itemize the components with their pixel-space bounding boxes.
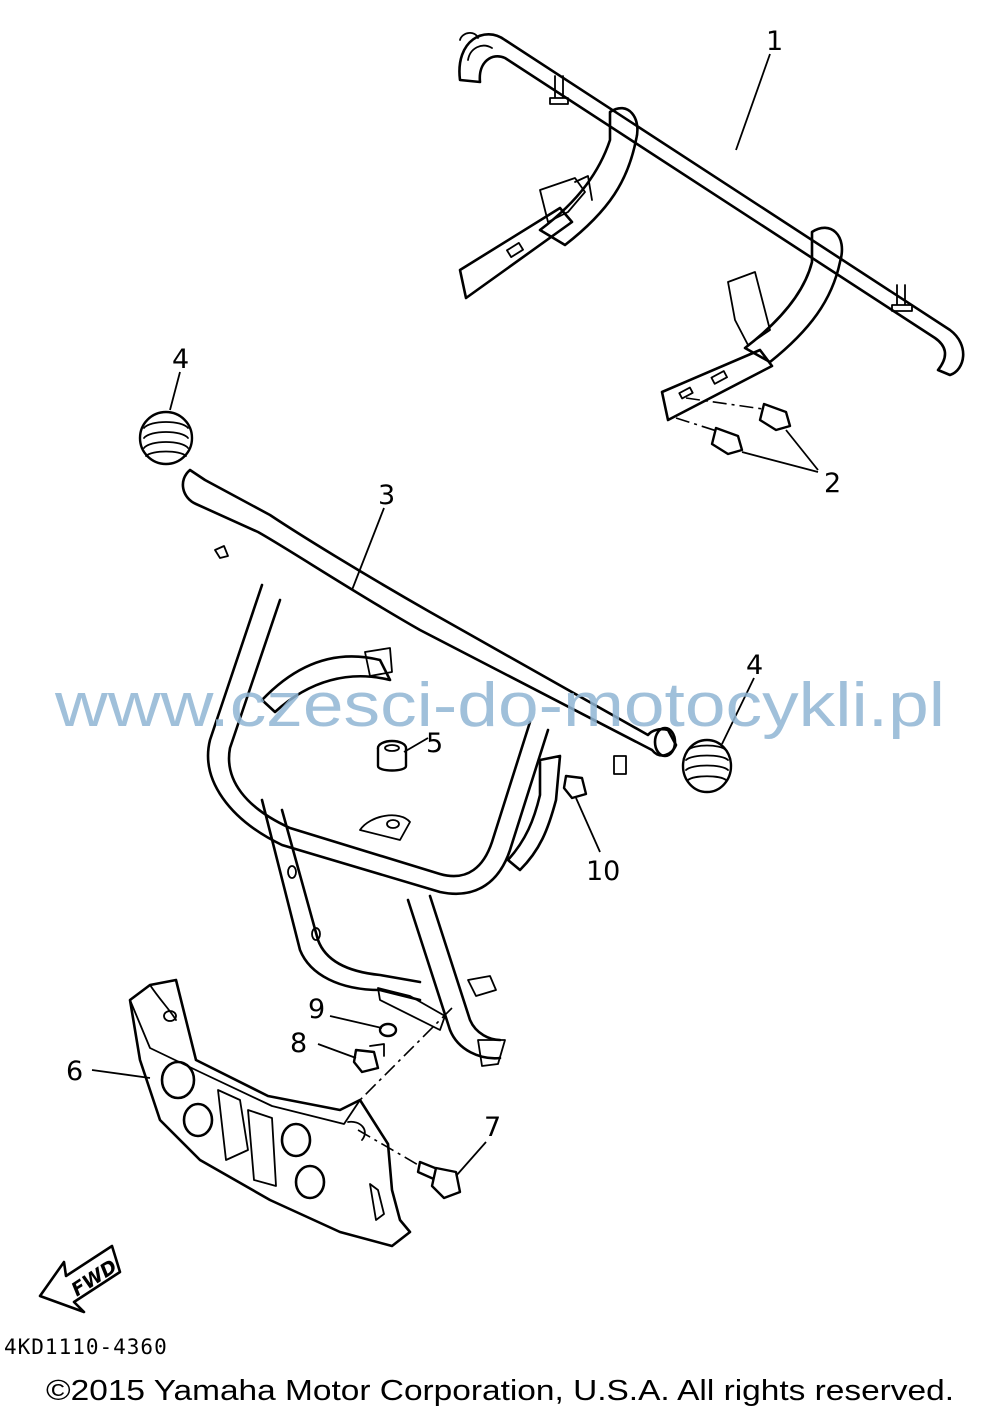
part-6-skid-plate [91, 978, 412, 1248]
callout-5: 5 [426, 728, 443, 759]
part-1-rear-bar [458, 32, 965, 422]
watermark-text: www.czesci-do-motocykli.pl [54, 671, 945, 740]
callout-labels: 1 2 3 4 4 5 6 7 8 9 10 [66, 26, 841, 1143]
part-3-front-bumper [181, 468, 678, 1067]
diagram-code: 4KD1110-4360 [4, 1335, 168, 1359]
fwd-arrow-icon: FWD [38, 1244, 122, 1314]
part-5-collar [376, 737, 429, 772]
part-7-bolt [357, 1129, 487, 1200]
callout-1: 1 [766, 26, 783, 57]
part-4-end-cap-upper [138, 410, 194, 466]
callout-2: 2 [824, 468, 841, 499]
part-2-bolts [675, 397, 819, 473]
part-4-end-cap-lower [681, 738, 733, 794]
part-10-bolt [562, 774, 601, 853]
callout-9: 9 [308, 994, 325, 1025]
part-9-washer [329, 1015, 398, 1038]
callout-10: 10 [586, 856, 620, 887]
fwd-label: FWD [68, 1256, 122, 1302]
callout-7: 7 [484, 1112, 501, 1143]
callout-3: 3 [378, 480, 395, 511]
callout-6: 6 [66, 1056, 83, 1087]
callout-4-lower: 4 [746, 650, 763, 681]
callout-4-upper: 4 [172, 344, 189, 375]
part-8-bolt [317, 1043, 385, 1074]
callout-8: 8 [290, 1028, 307, 1059]
copyright-text: ©2015 Yamaha Motor Corporation, U.S.A. A… [46, 1375, 954, 1407]
